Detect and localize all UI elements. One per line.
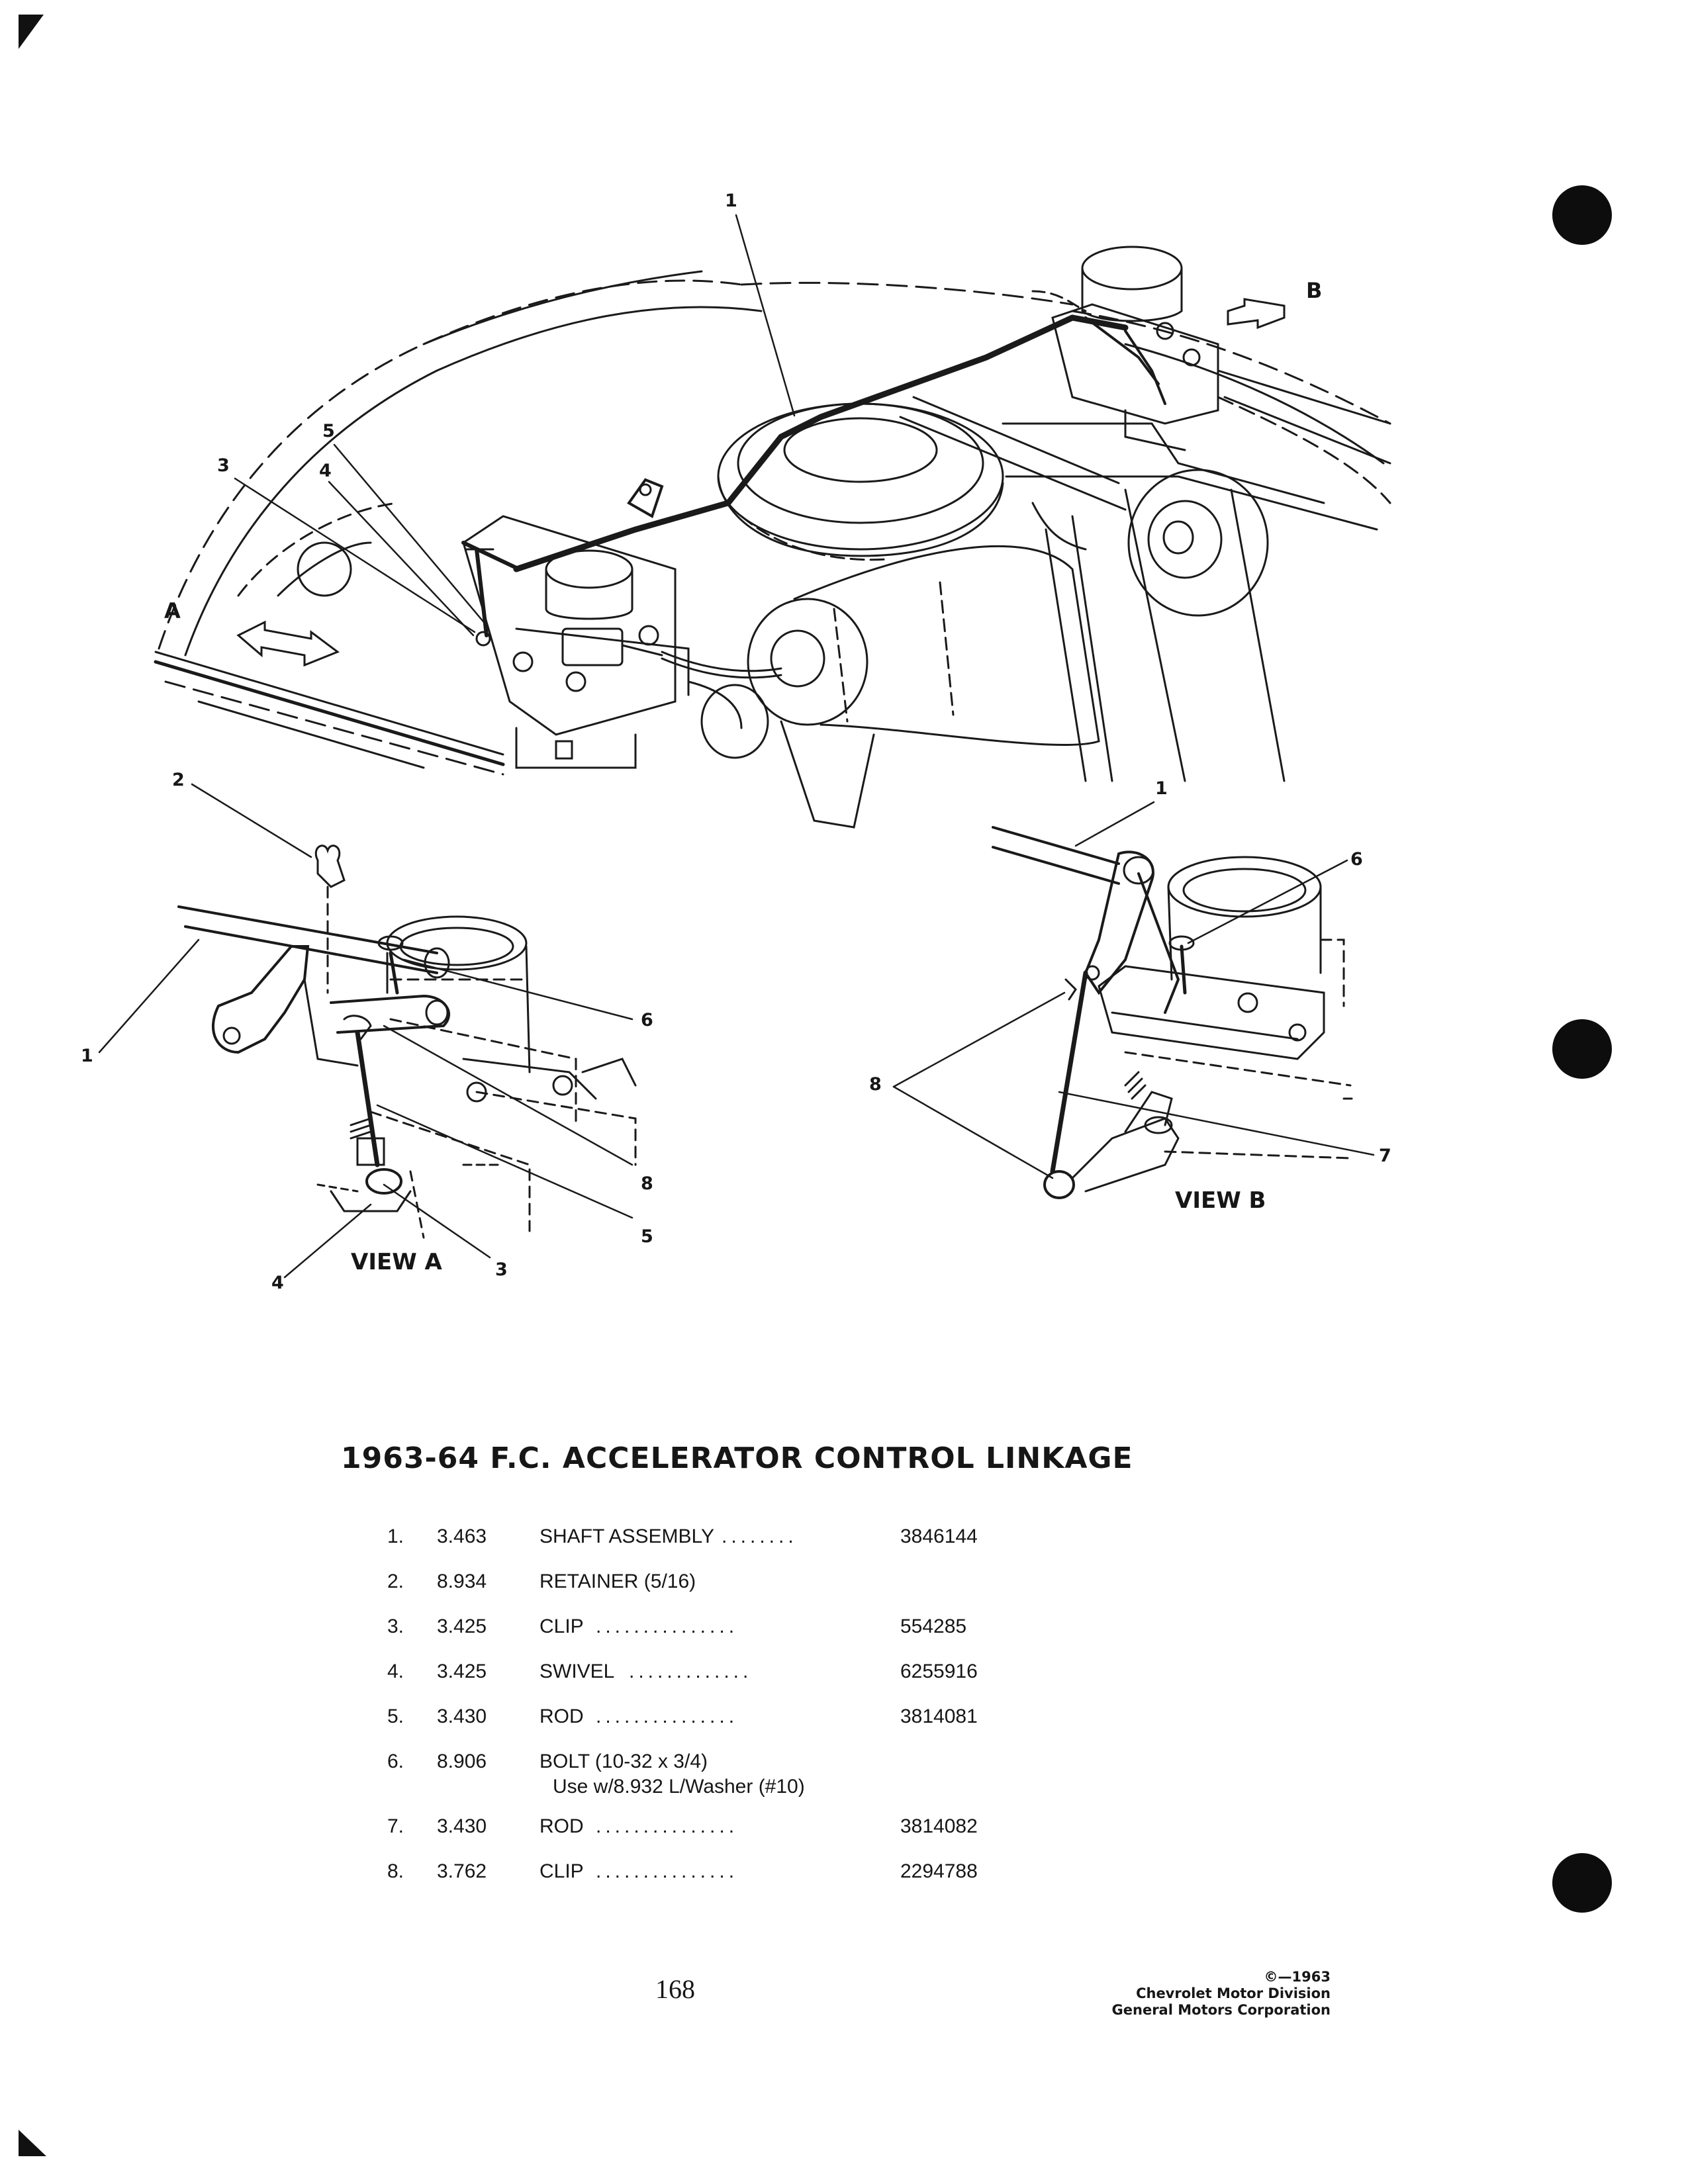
callout-view-a-2: 2 bbox=[172, 770, 185, 790]
callout-main-3: 3 bbox=[217, 455, 230, 476]
part-index: 6. bbox=[387, 1751, 404, 1772]
part-number: 3814082 bbox=[900, 1815, 978, 1837]
callout-view-b-8: 8 bbox=[869, 1074, 882, 1095]
parts-row: 4. 3.425 SWIVEL ............. 6255916 bbox=[371, 1661, 1099, 1706]
callout-main-5: 5 bbox=[322, 421, 335, 441]
callout-view-b-6: 6 bbox=[1350, 849, 1363, 870]
parts-row: 5. 3.430 ROD ............... 3814081 bbox=[371, 1706, 1099, 1751]
leader-dots: ............... bbox=[596, 1706, 739, 1727]
part-description: SWIVEL bbox=[539, 1661, 615, 1682]
part-group-code: 8.906 bbox=[437, 1751, 487, 1772]
part-index: 7. bbox=[387, 1815, 404, 1837]
part-group-code: 3.430 bbox=[437, 1706, 487, 1727]
corner-mark-top-left bbox=[19, 15, 44, 49]
parts-row: 1. 3.463 SHAFT ASSEMBLY ........ 3846144 bbox=[371, 1525, 1099, 1570]
callout-main-4: 4 bbox=[319, 461, 332, 481]
callout-main-B: B bbox=[1306, 278, 1323, 303]
part-group-code: 3.463 bbox=[437, 1525, 487, 1547]
part-group-code: 3.430 bbox=[437, 1815, 487, 1837]
leader-dots: ............... bbox=[596, 1815, 739, 1837]
callout-view-a-8: 8 bbox=[641, 1173, 653, 1194]
page-title: 1963-64 F.C. ACCELERATOR CONTROL LINKAGE bbox=[341, 1441, 1133, 1475]
part-group-code: 3.425 bbox=[437, 1661, 487, 1682]
part-number: 3846144 bbox=[900, 1525, 978, 1547]
leader-dots: ............... bbox=[596, 1615, 739, 1637]
parts-row: 3. 3.425 CLIP ............... 554285 bbox=[371, 1615, 1099, 1661]
copyright-year: ©—1963 bbox=[1264, 1969, 1331, 1985]
parts-row: 6. 8.906 BOLT (10-32 x 3/4) Use w/8.932 … bbox=[371, 1751, 1099, 1815]
part-description: SHAFT ASSEMBLY bbox=[539, 1525, 714, 1547]
part-number: 554285 bbox=[900, 1615, 967, 1637]
copyright-corporation: General Motors Corporation bbox=[1111, 2002, 1331, 2018]
parts-row: 2. 8.934 RETAINER (5/16) bbox=[371, 1570, 1099, 1615]
callout-view-a-4: 4 bbox=[271, 1273, 284, 1293]
part-index: 5. bbox=[387, 1706, 404, 1727]
corner-mark-bottom-left bbox=[19, 2130, 46, 2156]
callout-main-1: 1 bbox=[725, 191, 737, 211]
leader-dots: ............. bbox=[629, 1661, 753, 1682]
leader-dots: ........ bbox=[722, 1525, 798, 1547]
view-b-label: VIEW B bbox=[1175, 1187, 1266, 1214]
part-index: 2. bbox=[387, 1570, 404, 1592]
part-index: 4. bbox=[387, 1661, 404, 1682]
binder-hole-top bbox=[1552, 185, 1612, 245]
view-a-label: VIEW A bbox=[351, 1249, 442, 1275]
part-description: BOLT (10-32 x 3/4) bbox=[539, 1751, 708, 1772]
part-group-code: 8.934 bbox=[437, 1570, 487, 1592]
copyright-division: Chevrolet Motor Division bbox=[1136, 1985, 1331, 2001]
binder-hole-middle bbox=[1552, 1019, 1612, 1079]
callout-view-b-1: 1 bbox=[1155, 778, 1168, 799]
page-number: 168 bbox=[655, 1974, 695, 2004]
parts-list: 1. 3.463 SHAFT ASSEMBLY ........ 3846144… bbox=[371, 1525, 1099, 1905]
part-number: 3814081 bbox=[900, 1706, 978, 1727]
part-description: CLIP bbox=[539, 1860, 584, 1882]
parts-row: 8. 3.762 CLIP ............... 2294788 bbox=[371, 1860, 1099, 1905]
part-description: CLIP bbox=[539, 1615, 584, 1637]
part-description: ROD bbox=[539, 1815, 584, 1837]
binder-hole-bottom bbox=[1552, 1853, 1612, 1913]
callout-main-A: A bbox=[164, 598, 181, 623]
callout-view-a-1: 1 bbox=[81, 1046, 93, 1066]
callout-view-a-6: 6 bbox=[641, 1010, 653, 1030]
leader-dots: ............... bbox=[596, 1860, 739, 1882]
part-group-code: 3.762 bbox=[437, 1860, 487, 1882]
part-number: 2294788 bbox=[900, 1860, 978, 1882]
part-number: 6255916 bbox=[900, 1661, 978, 1682]
part-index: 1. bbox=[387, 1525, 404, 1547]
callout-view-a-5: 5 bbox=[641, 1226, 653, 1247]
part-group-code: 3.425 bbox=[437, 1615, 487, 1637]
callout-view-a-3: 3 bbox=[495, 1259, 508, 1280]
part-index: 8. bbox=[387, 1860, 404, 1882]
part-index: 3. bbox=[387, 1615, 404, 1637]
parts-row: 7. 3.430 ROD ............... 3814082 bbox=[371, 1815, 1099, 1860]
copyright-block: ©—1963 Chevrolet Motor Division General … bbox=[1112, 1969, 1331, 2019]
part-description: ROD bbox=[539, 1706, 584, 1727]
callout-view-b-7: 7 bbox=[1379, 1146, 1391, 1166]
part-description: RETAINER (5/16) bbox=[539, 1570, 696, 1592]
part-note: Use w/8.932 L/Washer (#10) bbox=[553, 1776, 805, 1797]
